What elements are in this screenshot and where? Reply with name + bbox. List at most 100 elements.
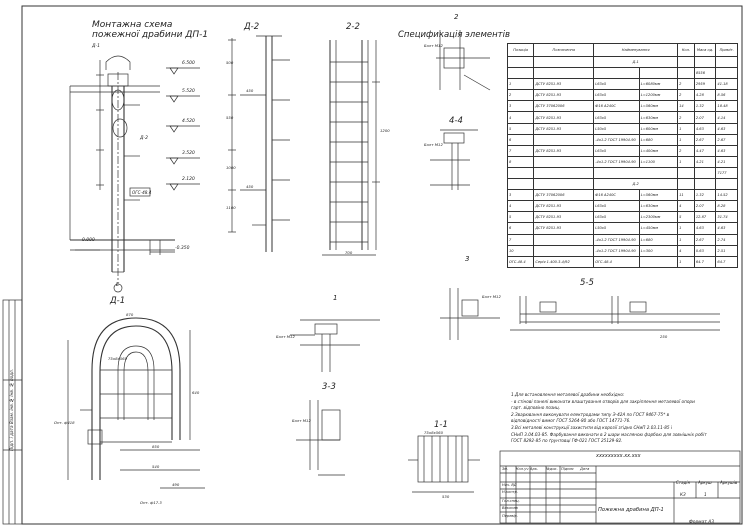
stamp-row: Підпис	[561, 467, 574, 471]
note-line: СНиП 3.04.03-85. Фарбування виконати в 2…	[511, 431, 707, 437]
spec-cell: 1.32	[693, 189, 717, 202]
sheet-frame	[21, 5, 743, 525]
mark-d1: Д-1	[92, 44, 101, 49]
title-block-text: ххххххххх.хх.ххх Стадія Аркуш Аркушів КЗ…	[500, 451, 740, 523]
spec-cell: 41.18	[715, 78, 738, 91]
spec-cell: 2.74	[715, 233, 738, 246]
spec-header-row: Позиція Позначення Найменування Кол. Мас…	[506, 43, 738, 57]
node-1	[290, 319, 380, 372]
spec-cell: 4.63	[715, 144, 738, 157]
dim-1200: 1200	[380, 128, 390, 133]
spec-cell: ДСТУ 8251-93	[533, 122, 595, 135]
spec-cell: -4х1.2 ГОСТ 19904-90	[593, 133, 640, 146]
spec-cell: 4.28	[693, 89, 717, 102]
spec-cell: L=560мм	[638, 100, 679, 113]
drawing-name: Пожежна драбина ДП-1	[598, 507, 664, 513]
spec-cell: L63х5	[593, 78, 640, 91]
spec-cell: 64.7	[715, 255, 738, 268]
spec-cell: 2.51	[715, 244, 738, 257]
spec-cell: 31.74	[715, 211, 738, 224]
dim-640: 640	[192, 390, 200, 395]
spec-cell: 1	[677, 255, 695, 268]
spec-cell	[715, 67, 738, 80]
spec-cell: L=600мм	[638, 122, 679, 135]
spec-cell: L50х5	[593, 122, 640, 135]
section-label-22: 2-2	[346, 22, 360, 32]
spec-cell	[533, 233, 595, 246]
spec-total-row: 7177	[506, 166, 738, 180]
spec-cell: 8.56	[715, 89, 738, 102]
stamp-sheet-value: 1	[704, 492, 707, 497]
note-line: 3.Всі металеві конструкції захистити від…	[511, 424, 673, 430]
spec-cell: 4.63	[693, 222, 717, 235]
spec-cell: 1	[506, 78, 535, 91]
spec-cell: 2.07	[693, 200, 717, 213]
spec-cell: 1	[677, 133, 695, 146]
spec-cell: 8.28	[715, 200, 738, 213]
spec-cell	[593, 67, 640, 80]
spec-cell	[638, 67, 679, 80]
elevation-5: 2.120	[182, 177, 195, 182]
dim-d2-5: 1100	[226, 205, 236, 210]
spec-cell	[533, 244, 595, 257]
bolt-label-33: Болт М12	[292, 418, 311, 423]
spec-cell: 2.67	[715, 133, 738, 146]
spec-cell: 3	[506, 100, 535, 113]
spec-cell: 1.32	[693, 100, 717, 113]
note-line: відповідності вимог ГОСТ 5264-80 або ГОС…	[511, 418, 631, 424]
spec-cell: 4	[677, 200, 695, 213]
spec-cell: ДСТУ 8251-93	[533, 222, 595, 235]
elevation-2: 5.520	[182, 89, 195, 94]
drawing-code: ххххххххх.хх.ххх	[596, 453, 641, 459]
spec-cell: ОГС-48.4	[593, 255, 640, 268]
spec-cell: 4.63	[693, 122, 717, 135]
spec-cell: 4.21	[715, 155, 738, 168]
elevation-3: 4.520	[182, 119, 195, 124]
spec-cell: ДСТУ 8251-93	[533, 211, 595, 224]
spec-group-d1: Д-1	[593, 55, 679, 69]
spec-cell: ДСТУ 8251-93	[533, 111, 595, 124]
spec-cell: L=400мм	[638, 144, 679, 157]
spec-cell: 8556	[693, 67, 717, 80]
spec-cell: L=300	[638, 244, 679, 257]
spec-cell: L=6080мм	[638, 78, 679, 91]
spec-cell: 5	[506, 122, 535, 135]
side-stamp: Підп. і дата Взам. інв.№ Інв. № подл.	[3, 300, 29, 522]
spec-cell: L=560мм	[638, 189, 679, 202]
spec-cell: 2.67	[693, 133, 717, 146]
callout-circle-1: 1	[333, 294, 338, 302]
stamp-col-sheet: Аркуш	[698, 480, 712, 485]
bolt-label-44: Болт М12	[424, 142, 443, 147]
view-d2	[228, 35, 290, 252]
drawing-title-line1: Монтажна схема	[92, 20, 173, 30]
spec-cell: 6	[506, 222, 535, 235]
gs-label: ОГС-48.4	[132, 190, 152, 195]
spec-cell: Ф16 А240С	[593, 100, 640, 113]
stamp-row: Перевір.	[502, 514, 518, 518]
general-notes: 1.Для встановлення металевої драбини нео…	[511, 392, 736, 445]
spec-cell: L63х5	[593, 144, 640, 157]
spec-cell: 1	[677, 222, 695, 235]
callout-circle-3: 3	[465, 255, 470, 263]
spec-total-d1: 7177	[715, 166, 738, 180]
spec-cell: 2959	[693, 78, 717, 91]
section-label-d2: Д-2	[244, 22, 260, 32]
section-55	[510, 296, 720, 331]
note-line: ГОСТ 8292-85 по ґрунтовці ГФ-021 ГОСТ 25…	[511, 438, 623, 444]
spec-cell: L=680	[638, 233, 679, 246]
spec-cell: 1	[677, 155, 695, 168]
side-stamp-frame	[2, 299, 23, 525]
spec-cell: L50х5	[593, 222, 640, 235]
spec-cell: 4	[506, 200, 535, 213]
spec-cell: 4	[677, 244, 695, 257]
spec-cell: L63х5	[593, 211, 640, 224]
spec-cell: -4х1.2 ГОСТ 19904-90	[593, 233, 640, 246]
sheet-format: Формат А3	[689, 520, 715, 525]
